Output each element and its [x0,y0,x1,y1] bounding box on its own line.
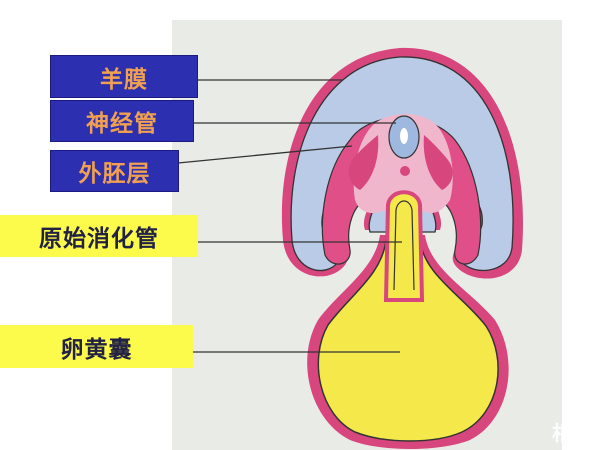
somite-left [348,135,379,190]
yolk-sac [317,239,499,442]
leader-ectoderm [177,145,353,164]
somite-right [423,135,453,190]
label-primitive-gut: 原始消化管 [0,215,198,257]
primitive-gut [383,190,425,302]
watermark: 相因 [552,421,592,445]
notochord [400,166,410,176]
label-ectoderm: 外胚层 [50,150,179,192]
label-neural-tube: 神经管 [50,100,194,142]
neural-canal [400,128,408,144]
label-yolk-sac: 卵黄囊 [0,325,193,368]
label-amnion: 羊膜 [50,55,198,98]
